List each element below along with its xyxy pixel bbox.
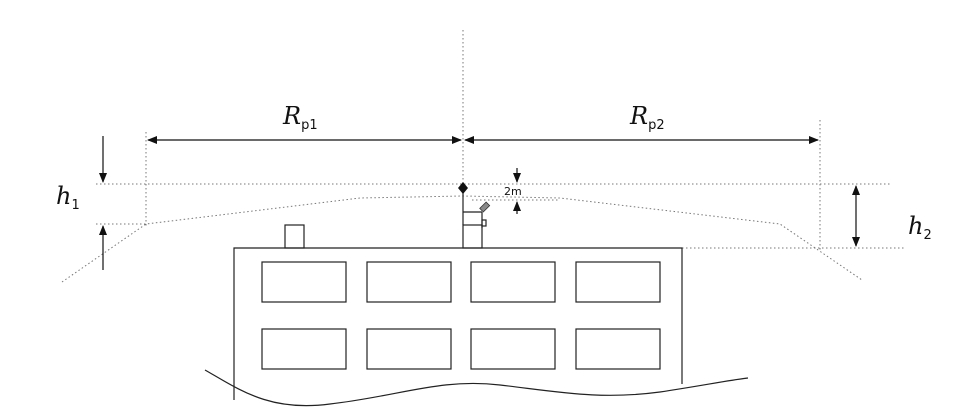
window — [261, 261, 347, 303]
antenna-dish-icon — [479, 201, 491, 213]
antenna-height-label: 2m — [504, 185, 522, 198]
rooftop-structure — [462, 224, 483, 249]
antenna-base — [481, 219, 487, 227]
window — [261, 328, 347, 370]
window — [366, 328, 452, 370]
lightning-rod-tip-icon — [458, 182, 468, 194]
window — [470, 261, 556, 303]
window — [575, 261, 661, 303]
rp1-label: Rp1 — [282, 102, 318, 133]
rp2-label: Rp2 — [629, 102, 665, 133]
window — [575, 328, 661, 370]
rooftop-box — [284, 224, 305, 249]
protection-envelope — [61, 195, 863, 283]
window — [470, 328, 556, 370]
h1-label: h1 — [56, 182, 80, 213]
ground-line — [204, 369, 749, 407]
building-outline — [233, 247, 683, 400]
h2-label: h2 — [908, 212, 932, 243]
window — [366, 261, 452, 303]
